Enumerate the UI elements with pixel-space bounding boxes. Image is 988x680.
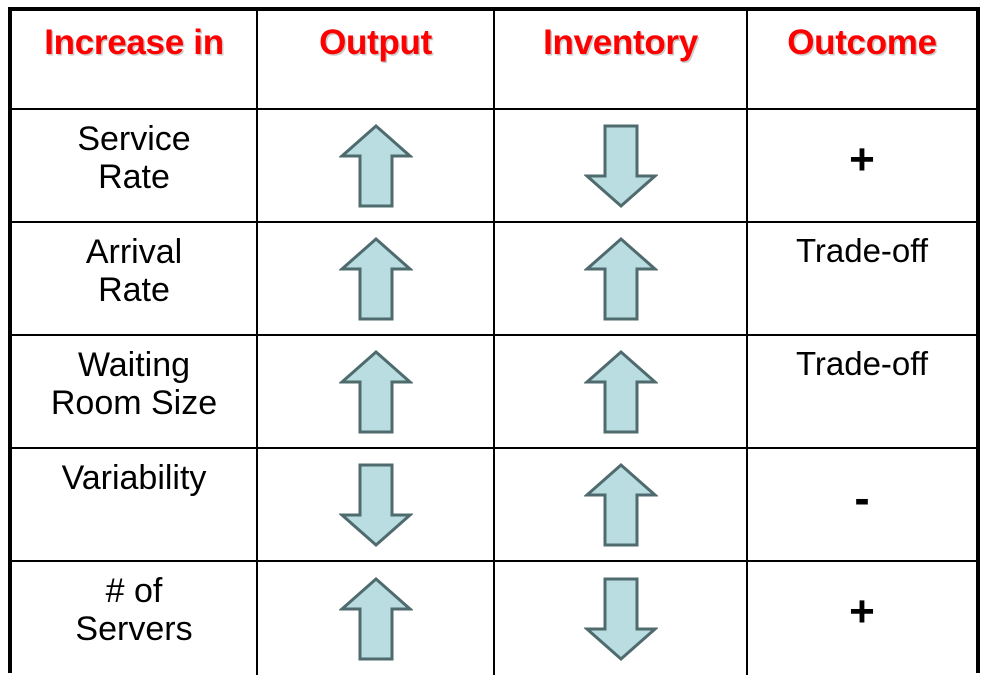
queueing-tradeoff-table: Increase in Output Inventory Outcome Ser… <box>8 7 980 675</box>
outcome-label: Trade-off <box>795 232 929 269</box>
table-row: Service Rate <box>12 108 976 223</box>
header-cell-output: Output <box>256 11 495 110</box>
inventory-cell <box>493 108 748 223</box>
column-header-inventory: Inventory <box>543 23 698 62</box>
outcome-cell: + <box>746 560 976 675</box>
output-cell <box>256 221 495 336</box>
factor-cell: Variability <box>12 447 258 562</box>
arrow-up-icon <box>338 123 413 207</box>
outcome-sign: + <box>849 587 875 636</box>
table-row: Waiting Room Size <box>12 334 976 449</box>
arrow-down-icon <box>583 124 658 208</box>
header-cell-inventory: Inventory <box>493 11 748 110</box>
table-row: # of Servers <box>12 560 976 675</box>
arrow-up-icon <box>583 462 658 546</box>
arrow-up-icon <box>583 349 658 433</box>
outcome-cell: - <box>746 447 976 562</box>
output-cell <box>256 447 495 562</box>
outcome-sign: + <box>849 135 875 184</box>
column-header-output: Output <box>319 23 432 62</box>
inventory-cell <box>493 334 748 449</box>
factor-cell: # of Servers <box>12 560 258 675</box>
output-cell <box>256 560 495 675</box>
outcome-cell: Trade-off <box>746 334 976 449</box>
table-header-row: Increase in Output Inventory Outcome <box>12 11 976 110</box>
column-header-outcome: Outcome <box>787 23 937 62</box>
inventory-cell <box>493 221 748 336</box>
table-row: Arrival Rate <box>12 221 976 336</box>
column-header-factor: Increase in <box>44 23 224 62</box>
factor-cell: Service Rate <box>12 108 258 223</box>
arrow-down-icon <box>338 463 413 547</box>
outcome-sign: - <box>854 472 870 524</box>
output-cell <box>256 108 495 223</box>
factor-cell: Arrival Rate <box>12 221 258 336</box>
arrow-up-icon <box>338 576 413 660</box>
header-cell-factor: Increase in <box>12 11 258 110</box>
factor-cell: Waiting Room Size <box>12 334 258 449</box>
factor-label: Service Rate <box>77 120 191 197</box>
header-cell-outcome: Outcome <box>746 11 976 110</box>
factor-label: Variability <box>61 459 207 497</box>
outcome-cell: Trade-off <box>746 221 976 336</box>
inventory-cell <box>493 560 748 675</box>
arrow-up-icon <box>583 236 658 320</box>
factor-label: Arrival Rate <box>85 233 183 310</box>
arrow-up-icon <box>338 349 413 433</box>
inventory-cell <box>493 447 748 562</box>
output-cell <box>256 334 495 449</box>
factor-label: Waiting Room Size <box>50 346 218 423</box>
arrow-up-icon <box>338 236 413 320</box>
arrow-down-icon <box>583 577 658 661</box>
outcome-label: Trade-off <box>795 345 929 382</box>
factor-label: # of Servers <box>75 572 193 649</box>
table-row: Variability <box>12 447 976 562</box>
matrix-table: Increase in Output Inventory Outcome Ser… <box>12 11 976 675</box>
outcome-cell: + <box>746 108 976 223</box>
